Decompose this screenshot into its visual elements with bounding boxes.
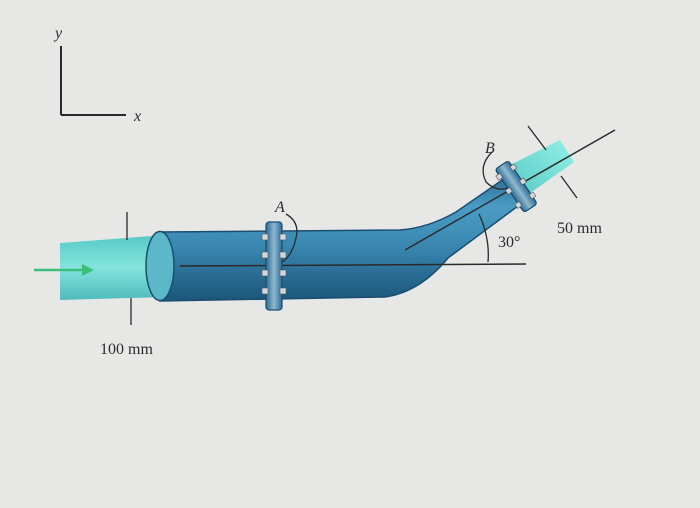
pipe-inlet-rim xyxy=(145,230,175,302)
axes-icon: y x xyxy=(53,25,141,125)
pipe-body xyxy=(159,174,528,302)
flow-arrow xyxy=(34,264,94,276)
point-b-label: B xyxy=(485,140,495,157)
section-b-marker xyxy=(482,151,509,190)
flange-a xyxy=(261,221,287,311)
flange-b xyxy=(495,161,537,213)
point-a-label: A xyxy=(274,199,285,216)
inlet-diameter-label: 100 mm xyxy=(100,341,153,358)
inlet-water-stream xyxy=(60,235,165,300)
inlet-diameter-dimension xyxy=(126,212,132,325)
axis-label-x: x xyxy=(133,108,141,125)
outlet-diameter-label: 50 mm xyxy=(557,220,602,237)
outlet-diameter-dimension xyxy=(527,125,578,199)
pipe-centerline xyxy=(179,263,527,267)
section-a-marker xyxy=(281,213,298,263)
axis-label-y: y xyxy=(53,25,63,42)
angle-arc xyxy=(478,213,489,263)
angle-label: 30° xyxy=(498,234,520,251)
